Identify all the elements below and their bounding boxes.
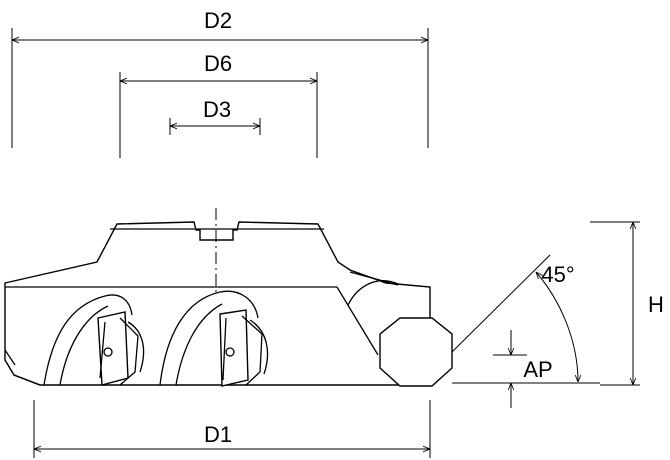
d1-dimension: D1 [33, 400, 431, 458]
d2-dimension: D2 [11, 8, 429, 148]
h-dimension: H [590, 221, 664, 386]
insert-screw-icon [103, 347, 113, 357]
d1-label: D1 [204, 422, 232, 447]
angle-dimension: 45° [451, 254, 600, 384]
insert-pocket-left [43, 294, 145, 386]
insert-pocket-center [159, 290, 269, 387]
d3-dimension: D3 [169, 97, 261, 135]
ap-label: AP [523, 357, 552, 382]
h-label: H [648, 292, 664, 317]
ap-dimension: AP [493, 330, 553, 408]
d6-dimension: D6 [119, 51, 318, 158]
hub-outline [4, 221, 431, 386]
angle-label: 45° [541, 262, 574, 287]
insert-screw-icon [225, 347, 235, 357]
cutter-body [4, 221, 431, 386]
d2-label: D2 [204, 8, 232, 33]
d6-label: D6 [204, 51, 232, 76]
octagon-insert [379, 317, 453, 387]
d3-label: D3 [203, 97, 231, 122]
